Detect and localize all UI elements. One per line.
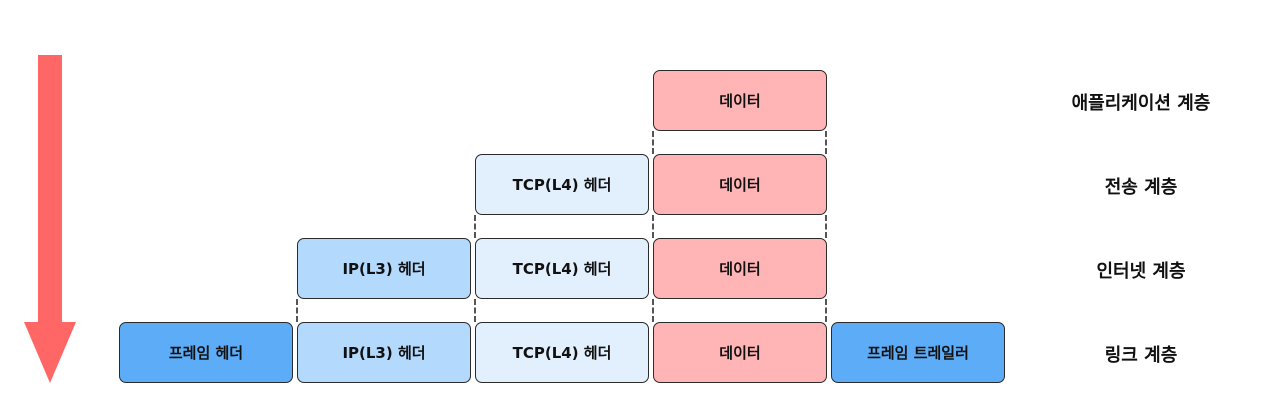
dashed-connector — [652, 299, 654, 322]
dashed-connector — [296, 299, 298, 322]
box-data: 데이터 — [653, 70, 827, 131]
dashed-connector — [474, 299, 476, 322]
layer-label: 링크 계층 — [1104, 345, 1178, 366]
arrow-head — [24, 322, 76, 383]
box-ip: IP(L3) 헤더 — [297, 238, 471, 299]
box-tcp: TCP(L4) 헤더 — [475, 322, 649, 383]
box-ip: IP(L3) 헤더 — [297, 322, 471, 383]
box-data: 데이터 — [653, 154, 827, 215]
layer-label: 전송 계층 — [1104, 177, 1178, 198]
box-data: 데이터 — [653, 322, 827, 383]
dashed-connector — [825, 131, 827, 154]
dashed-connector — [652, 215, 654, 238]
dashed-connector — [652, 131, 654, 154]
dashed-connector — [825, 299, 827, 322]
box-data: 데이터 — [653, 238, 827, 299]
box-tcp: TCP(L4) 헤더 — [475, 238, 649, 299]
arrow-shaft — [38, 55, 62, 325]
box-frame-trailer: 프레임 트레일러 — [831, 322, 1005, 383]
layer-label: 인터넷 계층 — [1096, 261, 1186, 282]
box-tcp: TCP(L4) 헤더 — [475, 154, 649, 215]
box-frame: 프레임 헤더 — [119, 322, 293, 383]
dashed-connector — [825, 215, 827, 238]
down-arrow-icon — [24, 55, 76, 383]
dashed-connector — [474, 215, 476, 238]
layer-label: 애플리케이션 계층 — [1071, 93, 1211, 114]
